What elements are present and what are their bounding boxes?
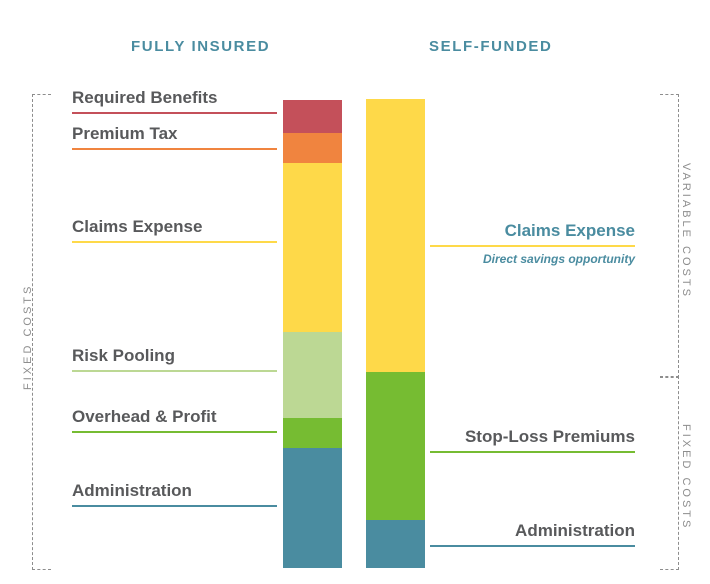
label-claims-expense: Claims Expense bbox=[72, 217, 277, 243]
label-required-benefits: Required Benefits bbox=[72, 88, 277, 114]
label-required-benefits-text: Required Benefits bbox=[72, 88, 218, 107]
label-administration-self: Administration bbox=[430, 521, 635, 547]
label-claims-expense-rule bbox=[72, 240, 277, 243]
label-stop-loss-premiums: Stop-Loss Premiums bbox=[430, 427, 635, 453]
label-claims-expense-text: Claims Expense bbox=[72, 217, 203, 236]
label-premium-tax-text: Premium Tax bbox=[72, 124, 178, 143]
bar-fully-insured bbox=[283, 100, 342, 568]
label-claims-expense-self-text: Claims Expense bbox=[504, 221, 635, 240]
label-stop-loss-premiums-rule bbox=[430, 450, 635, 453]
bar-segment-claims-expense bbox=[283, 163, 342, 332]
bracket-label-left-fixed-costs: FIXED COSTS bbox=[22, 283, 34, 390]
bracket-right-variable-costs bbox=[660, 94, 679, 378]
bracket-right-fixed-costs bbox=[660, 376, 679, 570]
bar-segment-risk-pooling bbox=[283, 332, 342, 418]
label-direct-savings-opportunity: Direct savings opportunity bbox=[482, 251, 635, 266]
label-premium-tax-rule bbox=[72, 147, 277, 150]
label-overhead-and-profit-rule bbox=[72, 430, 277, 433]
bar-self-funded bbox=[366, 99, 425, 568]
label-overhead-and-profit-text: Overhead & Profit bbox=[72, 407, 217, 426]
bar-segment-premium-tax bbox=[283, 133, 342, 163]
bar-segment-required-benefits bbox=[283, 100, 342, 133]
bracket-left-fixed-costs bbox=[32, 94, 51, 570]
label-claims-expense-self-rule bbox=[430, 244, 635, 247]
label-stop-loss-premiums-text: Stop-Loss Premiums bbox=[464, 427, 635, 446]
label-administration-rule bbox=[72, 504, 277, 507]
label-risk-pooling: Risk Pooling bbox=[72, 346, 277, 372]
bar-segment-overhead-and-profit bbox=[283, 418, 342, 448]
bar-segment-claims-expense-self bbox=[366, 99, 425, 372]
bar-segment-stop-loss-premiums bbox=[366, 372, 425, 520]
label-risk-pooling-rule bbox=[72, 369, 277, 372]
bar-segment-administration-self bbox=[366, 520, 425, 568]
column-header-self-funded: SELF-FUNDED bbox=[429, 38, 553, 55]
label-claims-expense-self: Claims Expense Direct savings opportunit… bbox=[430, 221, 635, 266]
label-administration-self-text: Administration bbox=[515, 521, 635, 540]
label-administration-text: Administration bbox=[72, 481, 192, 500]
label-administration: Administration bbox=[72, 481, 277, 507]
bracket-label-right-fixed-costs: FIXED COSTS bbox=[680, 424, 692, 531]
label-administration-self-rule bbox=[430, 544, 635, 547]
column-header-fully-insured: FULLY INSURED bbox=[131, 38, 271, 55]
bar-segment-administration bbox=[283, 448, 342, 568]
label-overhead-and-profit: Overhead & Profit bbox=[72, 407, 277, 433]
bracket-label-right-variable-costs: VARIABLE COSTS bbox=[680, 163, 692, 299]
label-required-benefits-rule bbox=[72, 111, 277, 114]
label-risk-pooling-text: Risk Pooling bbox=[72, 346, 175, 365]
label-premium-tax: Premium Tax bbox=[72, 124, 277, 150]
